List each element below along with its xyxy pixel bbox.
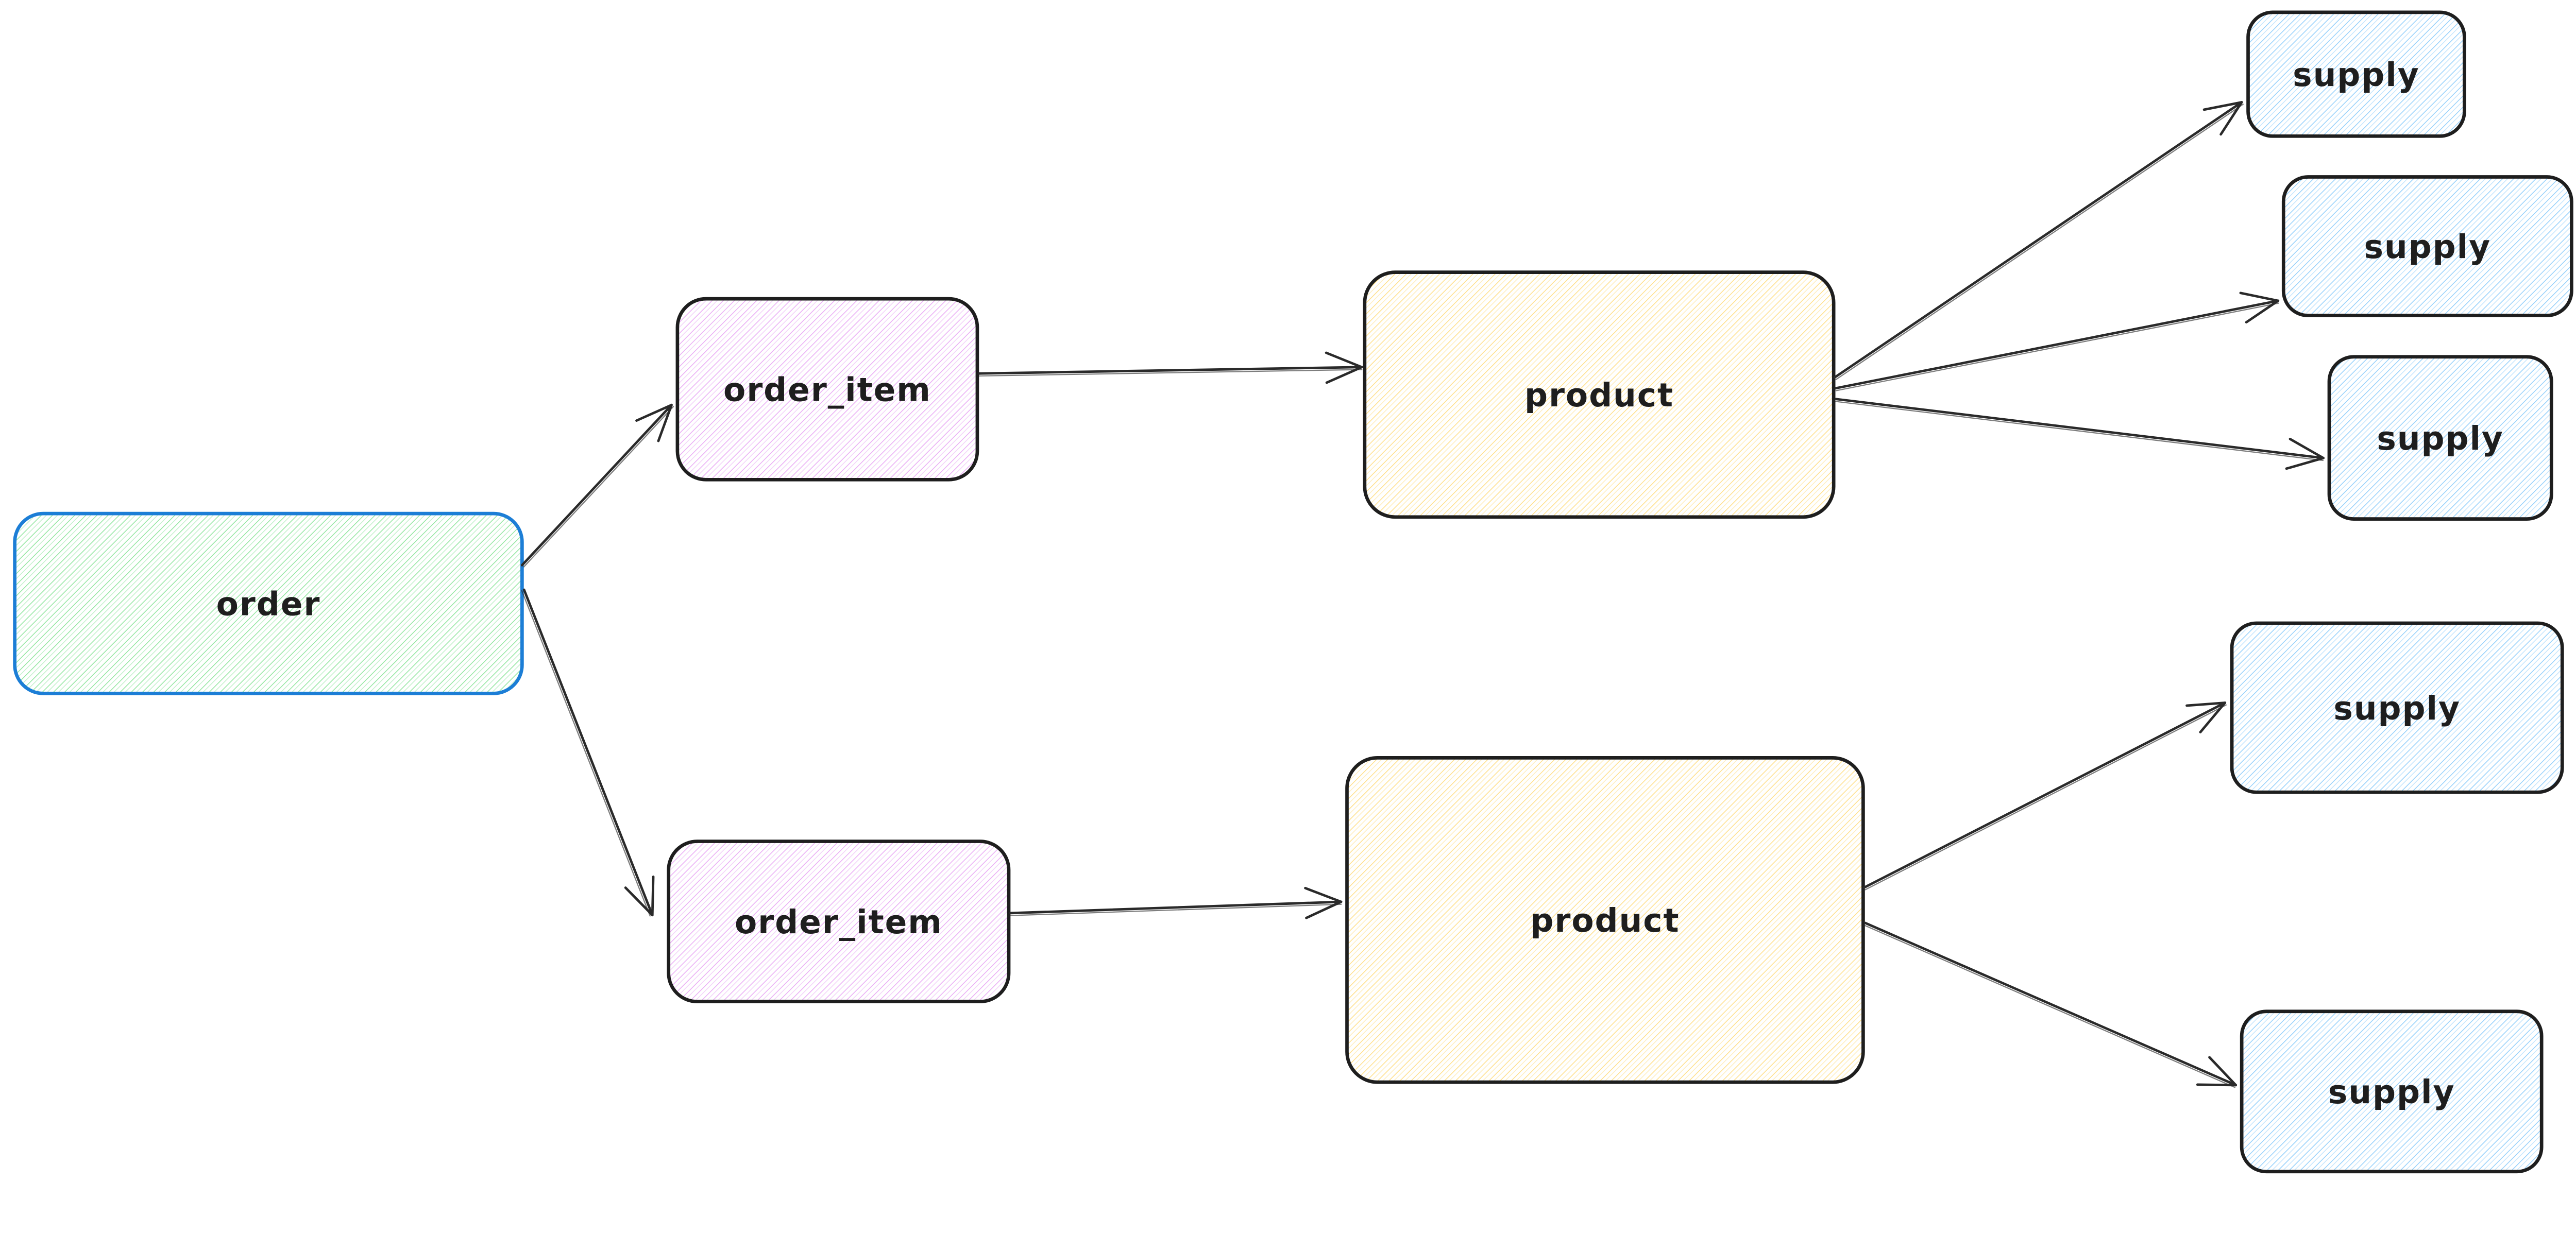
edge-order_item_top-to-product_top[interactable] <box>978 351 1363 384</box>
node-supply_3[interactable]: supply <box>2327 355 2553 521</box>
edge-line <box>1835 398 2325 459</box>
product_top-box <box>1363 270 1836 519</box>
product_top-label: product <box>1524 376 1674 414</box>
edge-line <box>978 366 1363 375</box>
arrowhead-icon <box>1325 351 1363 369</box>
edge-line <box>520 403 673 567</box>
arrowhead-icon <box>2239 292 2280 302</box>
edge-line-sketch <box>1835 302 2279 391</box>
order-box <box>13 511 524 695</box>
node-product_bottom[interactable]: product <box>1345 756 1865 1084</box>
order_item_top-label: order_item <box>723 371 931 409</box>
arrowhead-icon <box>635 403 673 422</box>
edge-order-to-order_item_bottom[interactable] <box>521 588 655 917</box>
supply_2-label: supply <box>2364 228 2492 266</box>
arrowhead-icon <box>1305 900 1343 919</box>
arrowhead-icon <box>2289 437 2325 459</box>
arrowhead-icon <box>657 403 673 442</box>
diagram-canvas: orderorder_itemorder_itemproductproducts… <box>13 10 2573 1174</box>
arrowhead-icon <box>2245 299 2280 324</box>
supply_3-label: supply <box>2377 420 2504 457</box>
edge-line-sketch <box>1863 924 2235 1088</box>
supply_3-box <box>2327 355 2553 521</box>
edge-line-sketch <box>1009 903 1342 916</box>
edge-line-sketch <box>1835 104 2244 380</box>
arrowhead-icon <box>2202 101 2243 111</box>
order_item_bottom-box <box>667 840 1011 1003</box>
edge-line <box>1862 701 2227 889</box>
supply_4-box <box>2230 621 2564 794</box>
edge-product_top-to-supply_1[interactable] <box>1833 101 2244 380</box>
edge-line-sketch <box>523 406 674 568</box>
edge-line-sketch <box>978 369 1363 377</box>
arrowhead-icon <box>2208 1056 2238 1087</box>
edge-product_top-to-supply_3[interactable] <box>1835 398 2325 470</box>
edge-line <box>522 588 654 917</box>
edge-line-sketch <box>521 590 651 917</box>
order_item_top-box <box>675 297 979 482</box>
order_item_bottom-label: order_item <box>735 903 943 941</box>
product_bottom-box <box>1345 756 1865 1084</box>
supply_2-box <box>2281 175 2573 317</box>
order-label: order <box>216 586 321 623</box>
edge-order-to-order_item_top[interactable] <box>520 403 674 568</box>
node-product_top[interactable]: product <box>1363 270 1836 519</box>
supply_5-box <box>2240 1009 2544 1174</box>
node-supply_1[interactable]: supply <box>2246 10 2466 138</box>
supply_4-label: supply <box>2333 690 2461 727</box>
node-supply_2[interactable]: supply <box>2281 175 2573 317</box>
edge-product_bottom-to-supply_4[interactable] <box>1862 701 2227 890</box>
arrowhead-icon <box>2285 456 2325 470</box>
edge-line-sketch <box>1865 704 2227 890</box>
arrowhead-icon <box>2219 101 2243 136</box>
arrowhead-icon <box>651 875 655 917</box>
arrowhead-icon <box>1325 366 1363 384</box>
edge-order_item_bottom-to-product_bottom[interactable] <box>1009 886 1343 919</box>
node-order_item_bottom[interactable]: order_item <box>667 840 1011 1003</box>
node-supply_4[interactable]: supply <box>2230 621 2564 794</box>
arrowhead-icon <box>1304 886 1343 903</box>
arrowhead-icon <box>2185 701 2227 707</box>
node-supply_5[interactable]: supply <box>2240 1009 2544 1174</box>
edge-line <box>1834 299 2280 390</box>
edge-line <box>1863 921 2238 1087</box>
edge-line-sketch <box>1835 401 2324 461</box>
edge-product_bottom-to-supply_5[interactable] <box>1863 921 2238 1088</box>
arrowhead-icon <box>2199 701 2227 733</box>
supply_1-box <box>2246 10 2466 138</box>
product_bottom-label: product <box>1530 902 1680 939</box>
node-order[interactable]: order <box>13 511 524 695</box>
supply_1-label: supply <box>2293 56 2420 94</box>
edge-line <box>1833 101 2243 379</box>
edge-line <box>1009 900 1343 915</box>
node-order_item_top[interactable]: order_item <box>675 297 979 482</box>
arrowhead-icon <box>624 886 654 917</box>
edge-product_top-to-supply_2[interactable] <box>1834 292 2280 391</box>
supply_5-label: supply <box>2328 1073 2455 1111</box>
